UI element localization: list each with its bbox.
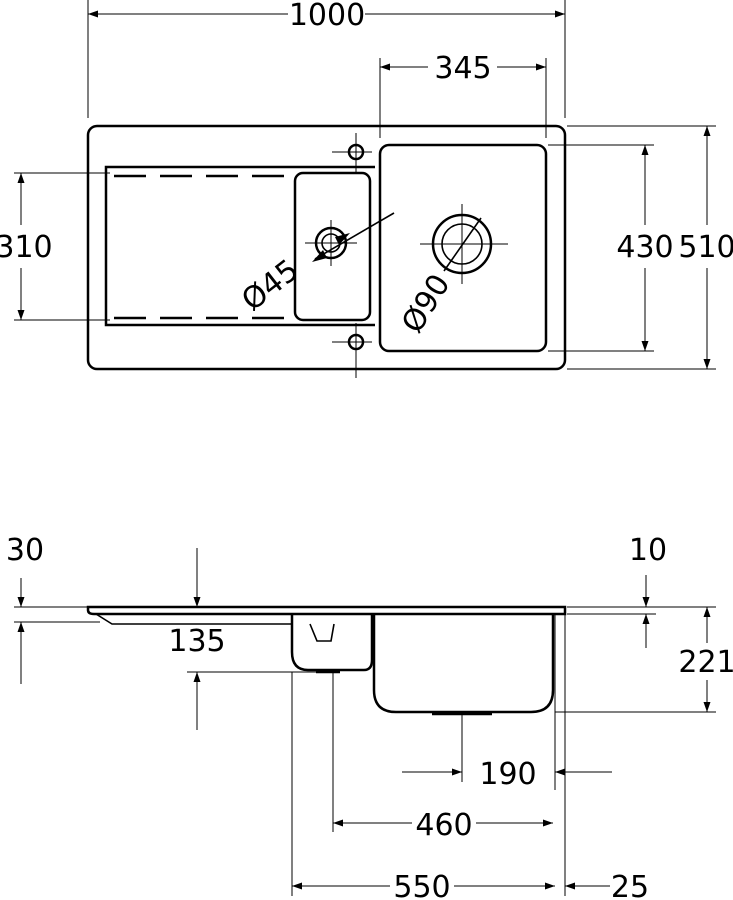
dim-overall-width: 1000 [289, 0, 365, 33]
dim-lip-height: 10 [629, 533, 667, 568]
dim-drainer-height: 310 [0, 230, 53, 265]
sink-rim [86, 605, 567, 616]
side-view: 30 135 10 221 190 460 550 [6, 533, 733, 900]
dim-bowl-height: 430 [616, 230, 673, 265]
dim-waste-offset: 190 [479, 757, 536, 792]
small-bowl [293, 171, 372, 322]
sink-outline [86, 124, 567, 371]
dim-cabinet-width: 550 [393, 870, 450, 900]
dim-drainer-depth: 135 [168, 624, 225, 659]
main-bowl [378, 143, 548, 353]
small-bowl-overflow [309, 623, 335, 642]
dim-rim-thickness: 30 [6, 533, 44, 568]
small-waste-leader [314, 212, 395, 260]
main-bowl-profile [372, 614, 555, 714]
dim-overall-depth: 510 [678, 230, 733, 265]
small-bowl-profile [290, 614, 374, 672]
drainer-area [104, 165, 375, 327]
dim-bowl-length: 460 [415, 808, 472, 843]
main-waste-leader [443, 217, 482, 272]
drainer-underside [95, 613, 292, 625]
dim-bowl-depth: 221 [678, 645, 733, 680]
dim-edge-offset: 25 [611, 870, 649, 900]
main-waste-diameter-label: Ø90 [395, 268, 457, 339]
dim-bowl-width: 345 [434, 51, 491, 86]
top-view: 1000 345 310 430 510 Ø45 Ø90 [0, 0, 733, 378]
